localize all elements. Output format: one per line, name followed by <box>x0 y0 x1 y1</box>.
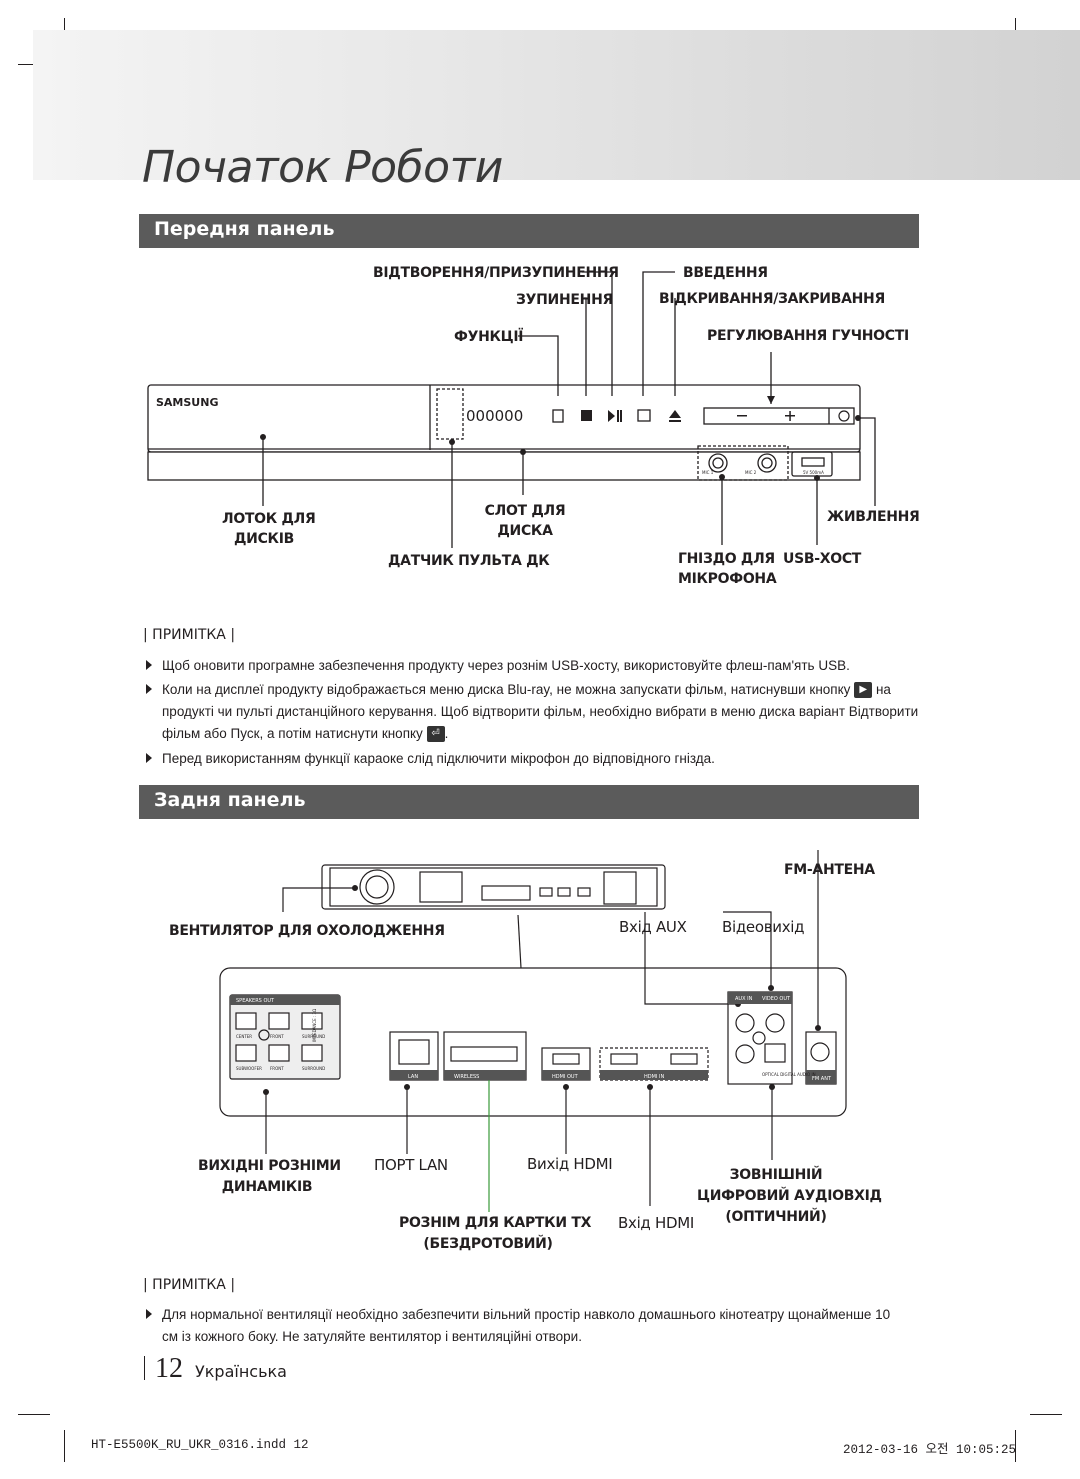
bullet-icon <box>146 1309 152 1319</box>
panel-text: AUX IN <box>735 996 753 1002</box>
bullet-icon <box>146 684 152 694</box>
label-line: (БЕЗДРОТОВИЙ) <box>423 1236 553 1252</box>
panel-text: HDMI IN <box>644 1074 664 1080</box>
note-text: Перед використанням функції караоке слід… <box>162 751 715 766</box>
note-item: Щоб оновити програмне забезпечення проду… <box>146 655 922 677</box>
label-hdmi-out: Вихід HDMI <box>527 1155 613 1173</box>
label-line: СЛОТ ДЛЯ <box>484 503 566 519</box>
panel-text: FRONT <box>270 1066 284 1071</box>
note-text: на продукті чи пульті дистанційного керу… <box>162 682 919 741</box>
panel-text: FRONT <box>270 1034 284 1039</box>
label-optical: ЗОВНІШНІЙ ЦИФРОВИЙ АУДІОВХІД (ОПТИЧНИЙ) <box>697 1167 882 1225</box>
page-number: 12 <box>155 1353 183 1384</box>
header-band <box>33 30 1080 180</box>
note-heading: | ПРИМІТКА | <box>143 1277 236 1293</box>
label-cooling-fan: ВЕНТИЛЯТОР ДЛЯ ОХОЛОДЖЕННЯ <box>169 923 445 939</box>
label-line: ДИСКІВ <box>234 531 294 547</box>
panel-text: OPTICAL DIGITAL AUDIO IN <box>762 1072 816 1077</box>
label-usb-host: USB-ХОСТ <box>783 551 862 567</box>
panel-text: SURROUND <box>302 1034 325 1039</box>
label-line: ДИНАМІКІВ <box>221 1179 313 1195</box>
label-video-out: Відеовихід <box>722 918 805 936</box>
crop-mark <box>1030 1414 1062 1415</box>
panel-text: SURROUND <box>302 1066 325 1071</box>
panel-text: HDMI OUT <box>552 1074 579 1080</box>
rear-panel-diagram: SPEAKERS OUT LAN WIRELESS HDMI OUT HDMI … <box>219 850 847 1212</box>
label-line: ЗОВНІШНІЙ <box>729 1167 823 1183</box>
note-item: Перед використанням функції караоке слід… <box>146 748 922 770</box>
panel-text: LAN <box>408 1074 418 1080</box>
bullet-icon <box>146 660 152 670</box>
label-mic-jack: ГНІЗДО ДЛЯ МІКРОФОНА <box>678 551 777 587</box>
label-disc-tray: ЛОТОК ДЛЯ ДИСКІВ <box>222 511 316 547</box>
label-hdmi-in: Вхід HDMI <box>618 1214 694 1232</box>
panel-text: WIRELESS <box>454 1074 479 1080</box>
panel-text: CENTER <box>236 1034 252 1039</box>
panel-text: SPEAKERS OUT <box>236 998 275 1004</box>
bullet-icon <box>146 753 152 763</box>
label-remote-sensor: ДАТЧИК ПУЛЬТА ДК <box>388 553 550 569</box>
usb-rating: 5V 500mA <box>803 470 824 475</box>
page-language: Українська <box>195 1362 287 1381</box>
label-function: ФУНКЦІЇ <box>454 329 524 345</box>
mic-label: MIC 2 <box>745 470 757 475</box>
note-item: Коли на дисплеї продукту відображається … <box>146 679 922 745</box>
panel-text: FM ANT <box>812 1076 832 1082</box>
slug-file: HT-E5500K_RU_UKR_0316.indd 12 <box>91 1438 309 1452</box>
play-icon: ▶ <box>854 682 873 699</box>
label-line: ЦИФРОВИЙ АУДІОВХІД <box>697 1188 882 1204</box>
front-panel-diagram: SAMSUNG 000000 MIC 1 MIC 2 5V 500mA <box>147 271 876 548</box>
panel-text: VIDEO OUT <box>762 996 791 1002</box>
enter-icon: ⏎ <box>426 726 445 743</box>
crop-mark <box>18 1414 50 1415</box>
label-line: ГНІЗДО ДЛЯ <box>678 551 775 567</box>
label-play-pause: ВІДТВОРЕННЯ/ПРИЗУПИНЕННЯ <box>373 265 619 281</box>
mic-label: MIC 1 <box>702 470 714 475</box>
page-number-divider <box>144 1356 145 1380</box>
label-line: (ОПТИЧНИЙ) <box>725 1209 827 1225</box>
label-disc-slot: СЛОТ ДЛЯ ДИСКА <box>483 503 567 539</box>
label-volume: РЕГУЛЮВАННЯ ГУЧНОСТІ <box>707 328 909 344</box>
brand-logo: SAMSUNG <box>156 396 218 409</box>
note-text: Для нормальної вентиляції необхідно забе… <box>162 1307 891 1344</box>
note-text: Щоб оновити програмне забезпечення проду… <box>162 658 850 673</box>
page-title: Початок Роботи <box>142 142 503 193</box>
panel-text: SUBWOOFER <box>236 1066 262 1071</box>
note-text: Коли на дисплеї продукту відображається … <box>162 682 851 697</box>
section-rear-panel: Задня панель <box>139 785 919 819</box>
label-line: ВИХІДНІ РОЗНІМИ <box>198 1158 341 1174</box>
label-line: МІКРОФОНА <box>678 571 777 587</box>
section-front-panel: Передня панель <box>139 214 919 248</box>
label-aux-in: Вхід AUX <box>619 918 687 936</box>
label-enter: ВВЕДЕННЯ <box>683 265 768 281</box>
label-lan-port: ПОРТ LAN <box>374 1156 448 1174</box>
label-line: ЛОТОК ДЛЯ <box>222 511 316 527</box>
label-line: РОЗНІМ ДЛЯ КАРТКИ TX <box>399 1215 592 1231</box>
label-power: ЖИВЛЕННЯ <box>827 509 920 525</box>
label-line: ДИСКА <box>497 523 553 539</box>
crop-mark <box>64 1430 65 1462</box>
section-title: Передня панель <box>154 218 335 240</box>
section-title: Задня панель <box>154 789 306 811</box>
label-wireless: РОЗНІМ ДЛЯ КАРТКИ TX (БЕЗДРОТОВИЙ) <box>399 1215 592 1252</box>
panel-text: IMPEDANCE : 3Ω <box>312 1009 317 1042</box>
label-stop: ЗУПИНЕННЯ <box>516 292 613 308</box>
note-item: Для нормальної вентиляції необхідно забе… <box>146 1304 907 1348</box>
crop-mark <box>1015 1430 1016 1462</box>
slug-date: 2012-03-16 오전 10:05:25 <box>843 1443 1017 1457</box>
label-speaker-out: ВИХІДНІ РОЗНІМИ ДИНАМІКІВ <box>198 1158 341 1195</box>
label-open-close: ВІДКРИВАННЯ/ЗАКРИВАННЯ <box>659 291 885 307</box>
display-digits: 000000 <box>466 407 523 425</box>
label-fm-antenna: FM-АНТЕНА <box>784 862 875 878</box>
note-heading: | ПРИМІТКА | <box>143 627 236 643</box>
